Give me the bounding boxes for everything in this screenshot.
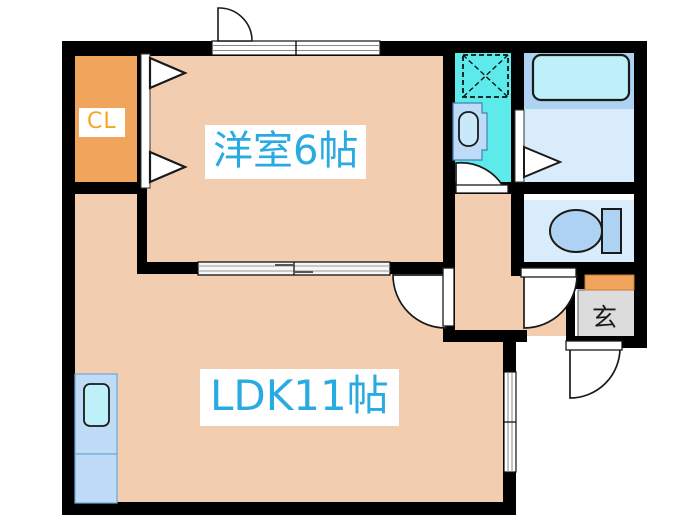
bedroom-partition[interactable] (197, 261, 391, 276)
wall-west-upper (62, 41, 75, 189)
room-label-closet: CL (79, 108, 125, 137)
ldk-floor-left (68, 188, 145, 278)
room-label-genkan: 玄 (592, 303, 618, 332)
ldk-hall-door[interactable] (392, 267, 455, 329)
wall-genkan-west (566, 275, 575, 347)
hallway-floor (453, 190, 521, 336)
wall-hallway-south (443, 330, 527, 342)
wall-bedroom-west-lower (137, 188, 147, 274)
north-swing-door[interactable] (217, 7, 253, 42)
bathtub (531, 53, 631, 102)
ldk-east-window[interactable] (503, 371, 517, 473)
washer-space (462, 54, 509, 98)
closet-door-leaf-bottom (148, 150, 188, 184)
kitchen-counter (74, 373, 118, 504)
room-label-bedroom: 洋室6帖 (205, 125, 367, 179)
wall-genkan-east (634, 275, 647, 343)
toilet-bowl (549, 208, 622, 254)
room-label-ldk: LDK11帖 (200, 369, 399, 426)
shoe-box (584, 274, 635, 291)
closet-doors[interactable] (140, 53, 188, 189)
wall-west-lower (62, 182, 75, 514)
wash-basin (452, 102, 488, 161)
washroom-door[interactable] (455, 161, 509, 194)
wall-north-wet (451, 41, 646, 53)
kitchen-counter-lower (74, 453, 118, 504)
kitchen-sink (83, 383, 110, 427)
toilet-door[interactable] (520, 267, 578, 329)
wall-bedroom-east (443, 41, 455, 273)
balcony-window[interactable] (211, 40, 381, 56)
wall-south (62, 502, 515, 515)
wall-closet-south (62, 182, 147, 194)
closet-door-track (140, 53, 151, 189)
closet-door-leaf-top (148, 56, 188, 90)
bath-door[interactable] (514, 109, 563, 183)
wall-hallway-east (511, 190, 524, 276)
entry-door[interactable] (565, 340, 623, 399)
